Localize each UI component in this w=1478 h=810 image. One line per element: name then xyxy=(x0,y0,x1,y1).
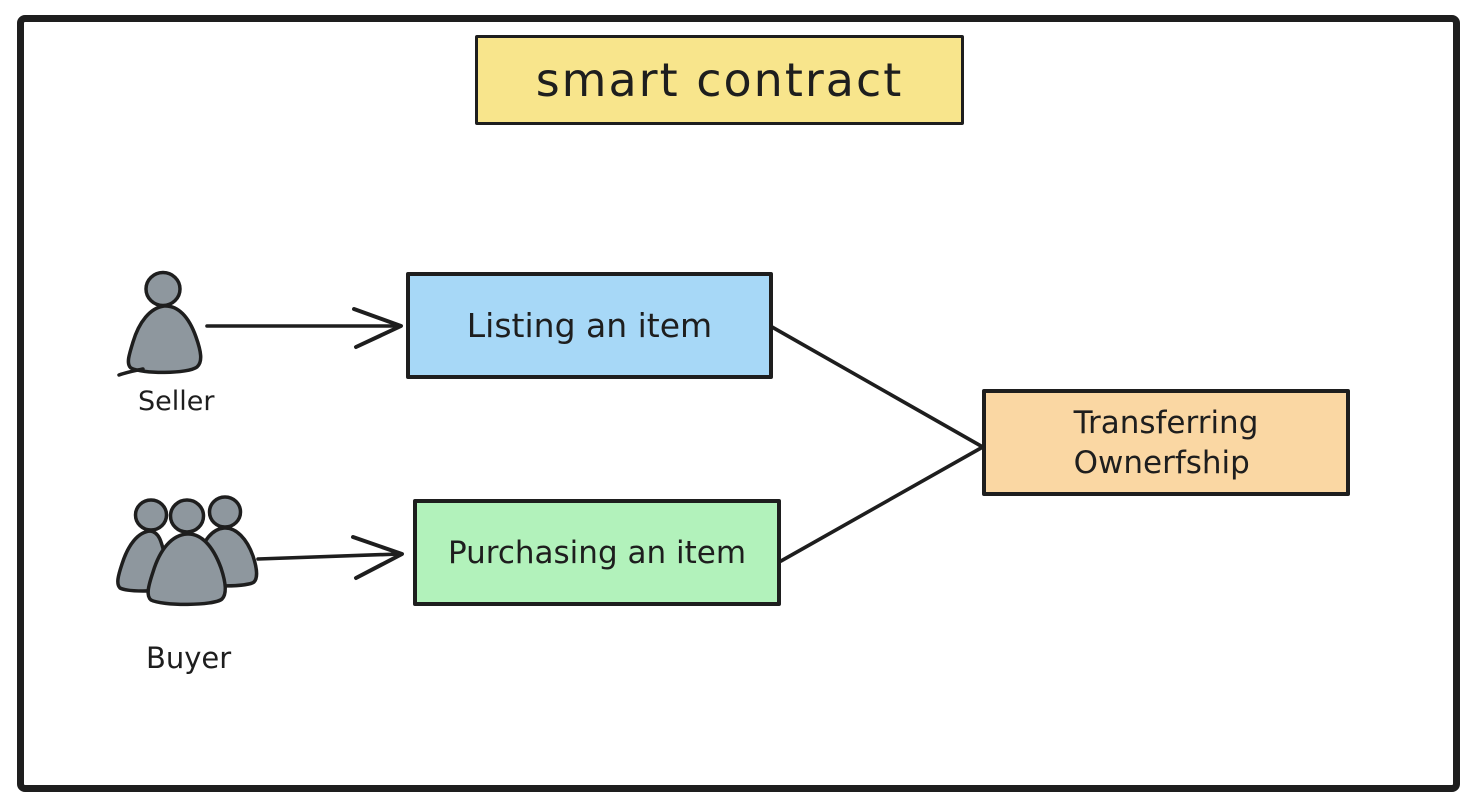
node-listing: Listing an item xyxy=(406,272,773,379)
node-purchasing-label: Purchasing an item xyxy=(447,534,747,571)
diagram-title: smart contract xyxy=(535,53,904,107)
node-listing-label: Listing an item xyxy=(466,306,713,345)
seller-label: Seller xyxy=(138,386,215,417)
outer-frame xyxy=(17,15,1460,792)
title-box: smart contract xyxy=(475,35,964,125)
node-transferring-label: Transferring Ownerfship xyxy=(1073,404,1259,481)
node-transferring: Transferring Ownerfship xyxy=(982,389,1350,496)
node-purchasing: Purchasing an item xyxy=(413,499,781,606)
buyer-label: Buyer xyxy=(146,641,232,675)
